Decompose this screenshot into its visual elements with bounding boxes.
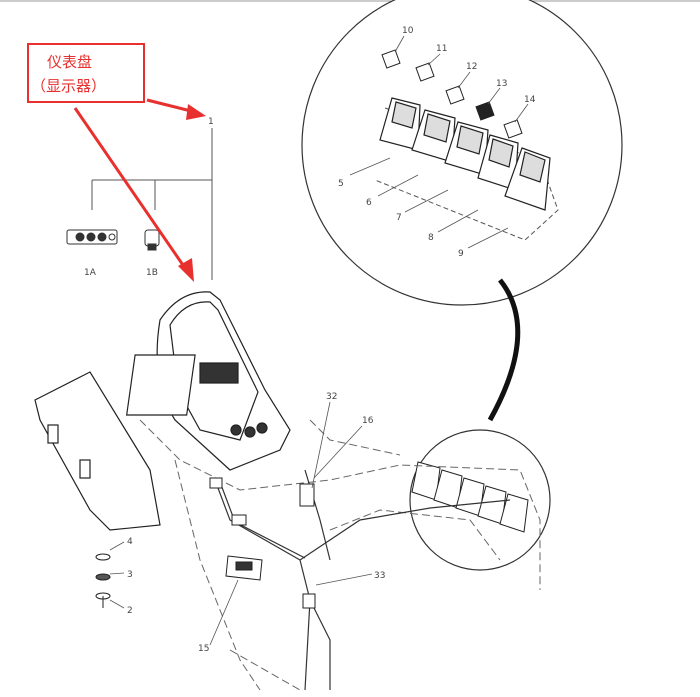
dashboard-housing — [125, 291, 291, 471]
callout-arrows — [73, 98, 206, 282]
module-15 — [225, 555, 263, 581]
fasteners — [95, 553, 111, 608]
cab-outline — [139, 419, 541, 691]
label-14: 14 — [524, 95, 536, 105]
label-1b: 1B — [146, 268, 158, 278]
label-6: 6 — [366, 198, 372, 208]
label-8: 8 — [428, 233, 434, 243]
part1-tree — [91, 128, 213, 280]
harness-connectors — [209, 477, 316, 609]
label-10: 10 — [402, 26, 414, 36]
label-2: 2 — [127, 606, 133, 616]
label-9: 9 — [458, 249, 464, 259]
callout-subtitle: （显示器） — [31, 77, 107, 95]
label-32: 32 — [326, 392, 337, 402]
callout-title: 仪表盘 — [47, 53, 93, 71]
bulb-1b-icon — [144, 229, 160, 251]
label-13: 13 — [496, 79, 507, 89]
label-5: 5 — [338, 179, 344, 189]
label-16: 16 — [362, 416, 374, 426]
small-zoom-circle — [409, 429, 551, 571]
label-1: 1 — [208, 117, 214, 127]
dashboard-callout-box: 仪表盘 （显示器） — [27, 43, 145, 103]
label-4: 4 — [127, 537, 133, 547]
label-15: 15 — [198, 644, 209, 654]
label-7: 7 — [396, 213, 402, 223]
label-12: 12 — [466, 62, 477, 72]
zoom-connector-curve — [487, 278, 521, 422]
label-33: 33 — [374, 571, 385, 581]
label-3: 3 — [127, 570, 133, 580]
mounting-bracket — [34, 371, 161, 531]
switch-symbol-icons — [381, 49, 523, 139]
connector-1a-icon — [66, 229, 118, 245]
switch-zoom-circle: 10 11 12 13 14 5 6 7 8 9 — [301, 0, 623, 306]
label-1a: 1A — [84, 268, 97, 278]
label-11: 11 — [436, 44, 447, 54]
